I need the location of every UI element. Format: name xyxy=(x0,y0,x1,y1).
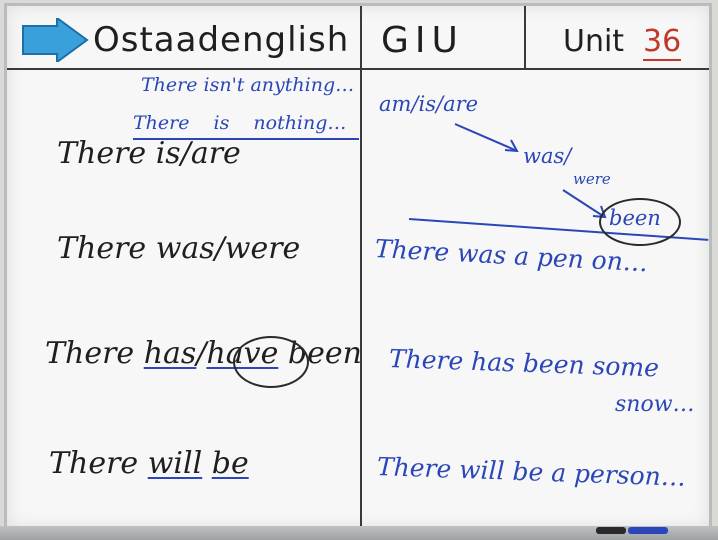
left-row-4: There will be xyxy=(49,446,249,481)
whiteboard: Ostaadenglish GIU Unit 36 There isn't an… xyxy=(4,3,712,531)
left-row-2: There was/were xyxy=(57,231,301,266)
left-note-1: There isn't anything… xyxy=(141,74,355,96)
left-row-1: There is/are xyxy=(57,136,241,171)
been-circle-left xyxy=(233,336,309,388)
left-note-underline xyxy=(133,138,359,140)
arrow-logo-icon xyxy=(22,18,89,62)
left-note-2: There is nothing… xyxy=(133,112,347,134)
been-circle-right xyxy=(599,198,681,246)
left-row-3-slash: / xyxy=(196,336,207,371)
right-example-3: There will be a person… xyxy=(376,452,687,492)
right-verbs-3: were xyxy=(573,170,611,188)
unit-number: 36 xyxy=(643,24,682,61)
marker-blue-icon[interactable] xyxy=(628,527,668,534)
arrow-1-icon xyxy=(454,123,519,153)
marker-tray xyxy=(0,526,718,540)
right-verbs-1: am/is/are xyxy=(379,92,479,116)
header-title: GIU xyxy=(381,20,464,61)
header-divider-right xyxy=(524,6,526,68)
header-divider xyxy=(7,68,709,70)
right-verbs-2: was/ xyxy=(523,144,572,168)
right-example-1: There was a pen on… xyxy=(374,234,649,278)
right-example-2a: There has been some xyxy=(388,344,660,383)
left-row-3: There has/have been xyxy=(45,336,362,371)
marker-black-icon[interactable] xyxy=(596,527,626,534)
right-example-2b: snow… xyxy=(615,392,695,417)
left-row-3-has: has xyxy=(143,336,197,371)
left-row-4-be: be xyxy=(211,446,249,481)
left-row-4-will: will xyxy=(147,446,203,481)
unit-label: Unit xyxy=(563,24,625,59)
center-divider xyxy=(360,6,362,528)
logo-text: Ostaadenglish xyxy=(93,20,350,60)
left-row-3-there: There xyxy=(45,336,144,371)
left-row-4-space xyxy=(202,446,212,481)
left-row-4-there: There xyxy=(49,446,148,481)
